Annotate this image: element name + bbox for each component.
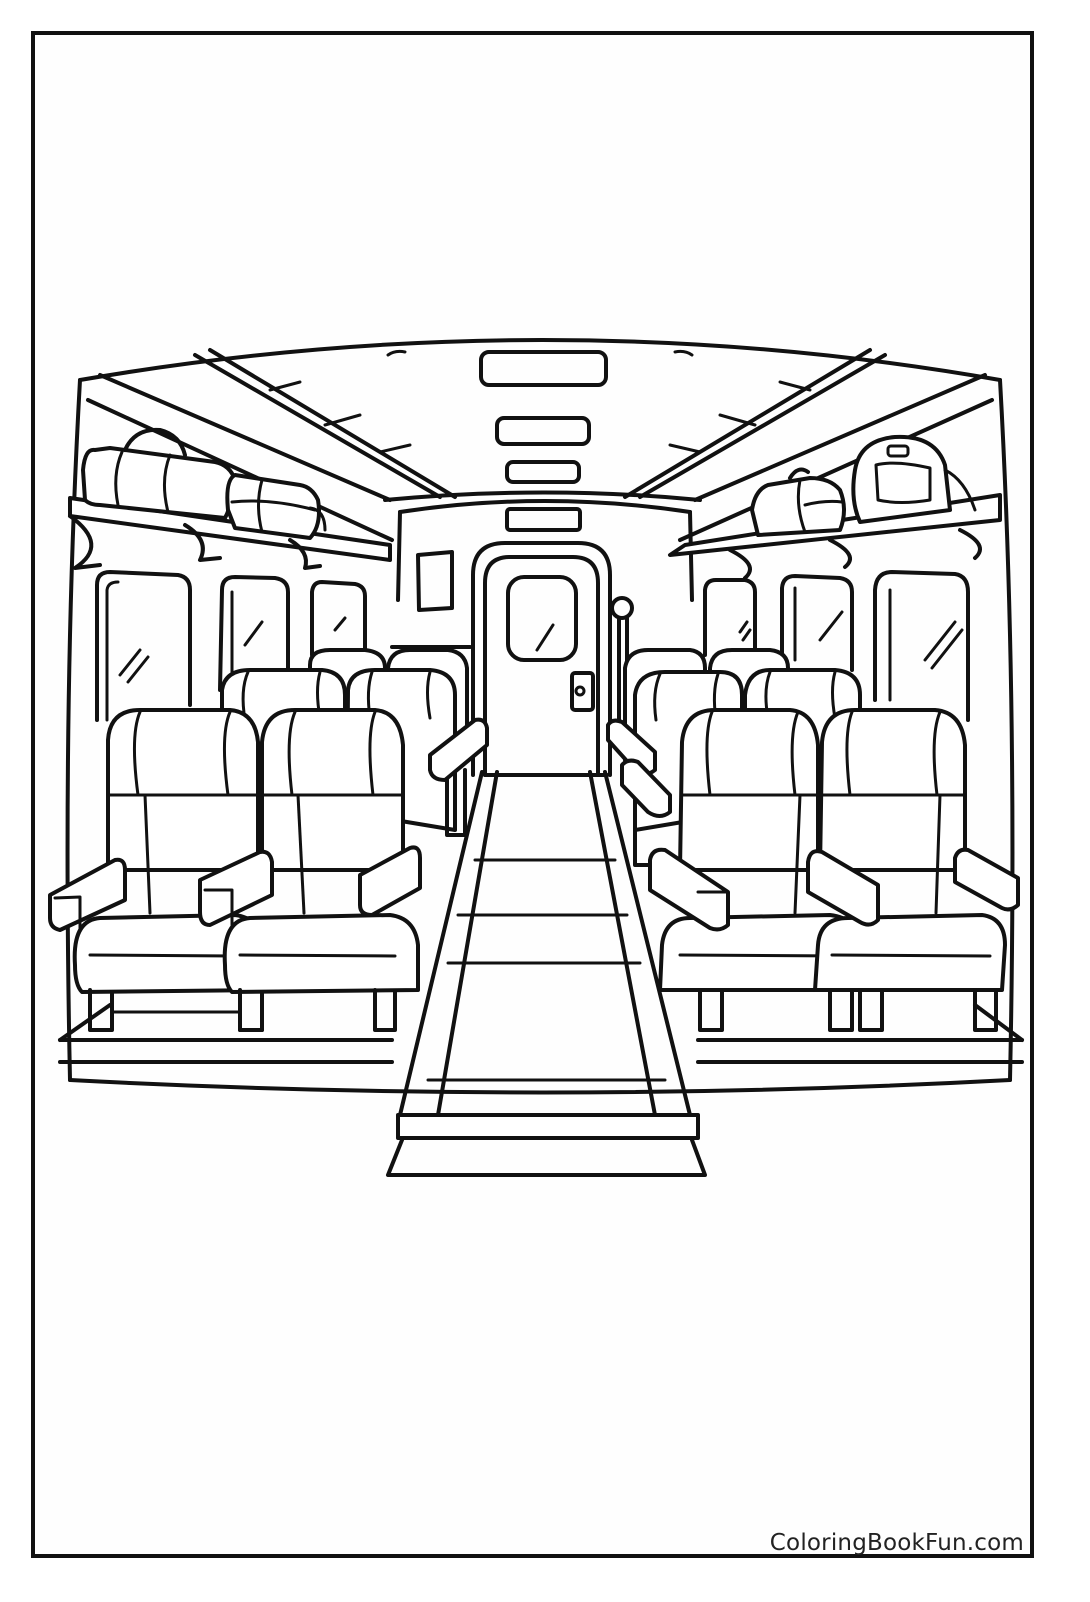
windows-right — [703, 570, 970, 722]
armrest — [620, 758, 672, 818]
seat-left-window — [48, 708, 264, 1032]
end-door[interactable] — [471, 541, 612, 777]
bag-duffel-right — [750, 467, 846, 537]
seats-left-front-row — [48, 708, 422, 1032]
luggage-rack-left — [68, 427, 392, 570]
seat-right-aisle — [648, 708, 860, 1032]
floor — [58, 1003, 1024, 1064]
armrest — [198, 849, 274, 927]
wall-sign — [505, 507, 582, 532]
armrest — [428, 717, 489, 782]
armrest — [806, 849, 880, 927]
end-wall — [390, 499, 694, 649]
door-window — [506, 575, 578, 662]
armrest — [358, 845, 422, 917]
door-handle-plate[interactable] — [570, 671, 595, 712]
ceiling — [98, 348, 987, 502]
armrest — [648, 847, 730, 932]
car-shell — [65, 338, 1015, 1095]
ceiling-lights — [479, 350, 608, 484]
backpack-right — [851, 434, 977, 524]
aisle-step — [396, 1113, 700, 1140]
seats-right-front-row — [648, 708, 1020, 1032]
wall-picture — [416, 550, 454, 612]
door-handle[interactable] — [574, 685, 586, 697]
bag-duffel-left — [81, 427, 237, 520]
seat-left-aisle — [198, 708, 422, 1032]
center-aisle — [386, 770, 707, 1177]
bag-suitcase-left — [225, 473, 327, 540]
armrest — [953, 847, 1020, 912]
seat-right-window — [806, 708, 1020, 1032]
glare-mark — [535, 623, 555, 652]
watermark: ColoringBookFun.com — [769, 1530, 1024, 1556]
luggage-rack-right — [668, 434, 1002, 580]
